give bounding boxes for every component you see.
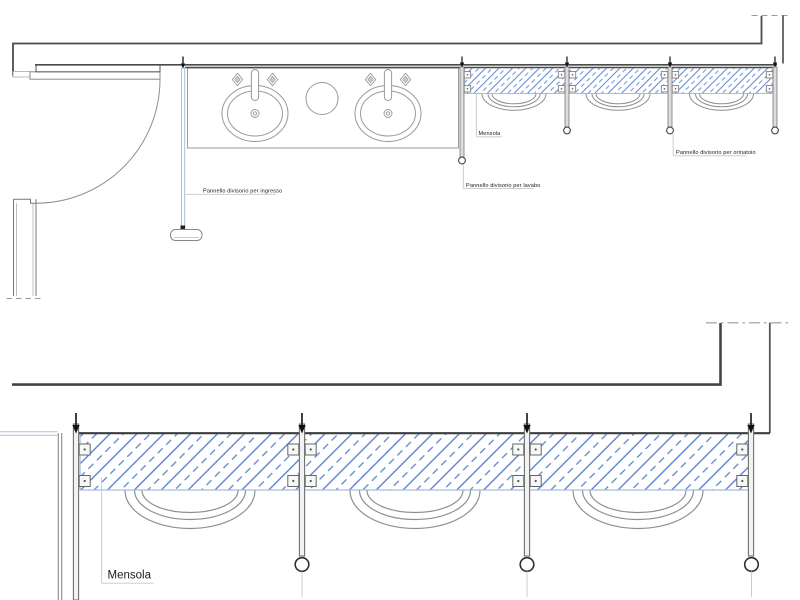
divider-knob: [743, 556, 760, 573]
label-panel-lavabo: Pannello divisorio per lavabo: [462, 164, 540, 190]
urinals-plan: [481, 93, 754, 111]
urinals-detail: [124, 490, 704, 530]
divider-detail-1: [72, 413, 91, 600]
divider-plan-4: [765, 56, 779, 135]
urinal-detail-3: [572, 490, 704, 530]
tap-handles-left: [231, 72, 279, 87]
urinal-detail-2: [349, 490, 481, 530]
urinal-plan-1: [481, 93, 547, 111]
wall-outline-top: [12, 16, 763, 76]
divider-detail-3: [512, 413, 542, 597]
divider-arrow: [72, 425, 80, 434]
plan-view: Pannello divisorio per ingresso Mensola …: [6, 14, 790, 300]
label-mensola-detail: Mensola: [101, 477, 154, 584]
divider-plan-2: [557, 56, 577, 135]
tap-handles-right: [364, 72, 412, 87]
divider-knob: [563, 126, 571, 135]
divider-detail-4: [736, 413, 760, 597]
divider-knob: [519, 556, 535, 573]
wall-line-detail: [12, 323, 722, 386]
label-panel-orinatoio-text: Pannello divisorio per orinatoio: [676, 150, 756, 156]
divider-detail-2: [287, 413, 317, 597]
divider-plan-1: [458, 56, 472, 165]
urinal-plan-2: [585, 93, 651, 111]
label-mensola-plan-text: Mensola: [479, 131, 502, 137]
counter-accessory-circle: [305, 82, 339, 115]
label-panel-ingresso: Pannello divisorio per ingresso: [185, 188, 282, 195]
label-mensola-plan: Mensola: [475, 94, 502, 138]
wall-stub-lower-left: [6, 198, 43, 300]
divider-arrow: [523, 425, 531, 434]
wall-left-detail: [57, 433, 63, 600]
label-mensola-detail-text: Mensola: [108, 570, 152, 582]
washbasin-counter: [187, 67, 459, 149]
urinal-detail-1: [124, 490, 256, 530]
detail-view: Mensola: [0, 322, 792, 600]
divider-arrow: [747, 425, 755, 434]
entrance-divider-panel: [170, 56, 203, 241]
faucet-left: [250, 69, 260, 101]
divider-plan-3: [660, 56, 680, 135]
panel-line: [181, 67, 186, 228]
divider-arrow: [298, 425, 306, 434]
shelf-band-detail: [73, 432, 770, 491]
sink-left: [221, 69, 289, 142]
shelf-hatch-detail: [80, 433, 754, 490]
shelf-return-left: [0, 431, 58, 436]
panel-foot: [170, 229, 203, 241]
divider-knob: [666, 126, 674, 135]
label-panel-lavabo-text: Pannello divisorio per lavabo: [466, 183, 540, 189]
shelf-hatch-plan: [464, 68, 777, 94]
divider-knob: [458, 156, 466, 165]
door-jamb-left: [12, 71, 31, 78]
label-panel-ingresso-text: Pannello divisorio per ingresso: [203, 188, 282, 194]
panel-end-marker: [180, 225, 186, 231]
faucet-right: [383, 69, 393, 101]
shelf-band-plan: [464, 68, 777, 94]
divider-knob: [771, 126, 779, 135]
sink-right: [354, 69, 422, 142]
door-swing-arc: [35, 79, 161, 204]
divider-knob: [294, 556, 310, 573]
door-leaf-lower: [29, 71, 161, 80]
door-leaf: [35, 64, 161, 73]
urinal-plan-3: [689, 93, 754, 111]
label-panel-orinatoio: Pannello divisorio per orinatoio: [672, 134, 756, 157]
